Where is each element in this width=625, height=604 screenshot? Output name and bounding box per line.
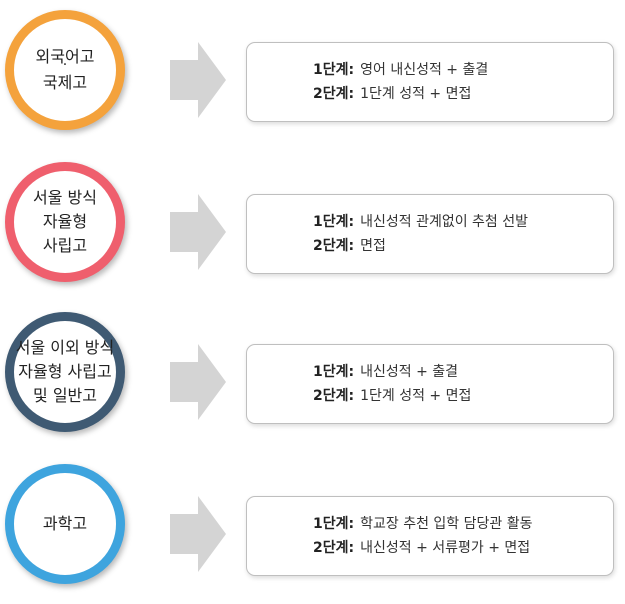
admission-steps-box: 1단계: 내신성적 관계없이 추첨 선발 2단계: 면접	[246, 194, 614, 274]
school-type-label-line-3: 및 일반고	[33, 386, 97, 405]
right-block-arrow-icon	[170, 344, 226, 420]
school-type-label-line-1: 서울 방식	[33, 188, 97, 207]
school-type-label-line-3: 사립고	[42, 236, 88, 255]
step-1-line: 1단계: 학교장 추천 입학 담당관 활동	[313, 512, 613, 536]
step-2-description: 내신성적 + 서류평가 + 면접	[360, 540, 531, 556]
step-2-label: 2단계:	[313, 238, 355, 254]
step-2-line: 2단계: 1단계 성적 + 면접	[313, 82, 613, 106]
step-2-description: 1단계 성적 + 면접	[360, 388, 472, 404]
school-type-label-line-1: 서울 이외 방식	[15, 338, 115, 357]
admission-row-foreign-language-international: 외국어고 · 국제고 1단계: 영어 내신성적 + 출결 2단계: 1단계 성적 +…	[0, 10, 625, 150]
step-1-label: 1단계:	[313, 62, 355, 78]
step-1-description: 영어 내신성적 + 출결	[360, 62, 489, 78]
school-type-label-line-2: 국제고	[42, 73, 88, 92]
step-2-line: 2단계: 내신성적 + 서류평가 + 면접	[313, 536, 613, 560]
right-block-arrow-icon	[170, 194, 226, 270]
step-1-line: 1단계: 영어 내신성적 + 출결	[313, 58, 613, 82]
school-type-label-line-2: 자율형	[42, 212, 88, 231]
step-2-label: 2단계:	[313, 540, 355, 556]
school-type-circle: 서울 방식 자율형 사립고	[5, 162, 125, 282]
school-type-circle: 외국어고 · 국제고	[5, 10, 125, 130]
step-2-line: 2단계: 1단계 성적 + 면접	[313, 384, 613, 408]
step-2-description: 1단계 성적 + 면접	[360, 86, 472, 102]
school-type-circle: 서울 이외 방식 자율형 사립고 및 일반고	[5, 312, 125, 432]
admission-row-seoul-autonomous-private: 서울 방식 자율형 사립고 1단계: 내신성적 관계없이 추첨 선발 2단계: 면접	[0, 162, 625, 302]
admission-steps-box: 1단계: 영어 내신성적 + 출결 2단계: 1단계 성적 + 면접	[246, 42, 614, 122]
step-1-label: 1단계:	[313, 364, 355, 380]
admission-steps-box: 1단계: 내신성적 + 출결 2단계: 1단계 성적 + 면접	[246, 344, 614, 424]
step-1-label: 1단계:	[313, 516, 355, 532]
admission-row-non-seoul-autonomous-general: 서울 이외 방식 자율형 사립고 및 일반고 1단계: 내신성적 + 출결 2단계…	[0, 312, 625, 452]
step-2-description: 면접	[360, 238, 386, 254]
step-1-line: 1단계: 내신성적 관계없이 추첨 선발	[313, 210, 613, 234]
step-2-line: 2단계: 면접	[313, 234, 613, 258]
step-1-line: 1단계: 내신성적 + 출결	[313, 360, 613, 384]
step-1-label: 1단계:	[313, 214, 355, 230]
admission-row-science: 과학고 1단계: 학교장 추천 입학 담당관 활동 2단계: 내신성적 + 서류평가…	[0, 464, 625, 604]
right-block-arrow-icon	[170, 42, 226, 118]
school-type-circle: 과학고	[5, 464, 125, 584]
step-1-description: 내신성적 관계없이 추첨 선발	[360, 214, 529, 230]
school-type-label-line-1: 외국어고	[35, 47, 95, 66]
step-2-label: 2단계:	[313, 86, 355, 102]
step-1-description: 학교장 추천 입학 담당관 활동	[360, 516, 533, 532]
school-type-label-line-2: 자율형 사립고	[18, 362, 112, 381]
admission-steps-box: 1단계: 학교장 추천 입학 담당관 활동 2단계: 내신성적 + 서류평가 + 면…	[246, 496, 614, 576]
school-type-label-line-1: 과학고	[42, 514, 88, 533]
step-1-description: 내신성적 + 출결	[360, 364, 459, 380]
step-2-label: 2단계:	[313, 388, 355, 404]
school-type-label-separator: ·	[62, 57, 68, 73]
right-block-arrow-icon	[170, 496, 226, 572]
